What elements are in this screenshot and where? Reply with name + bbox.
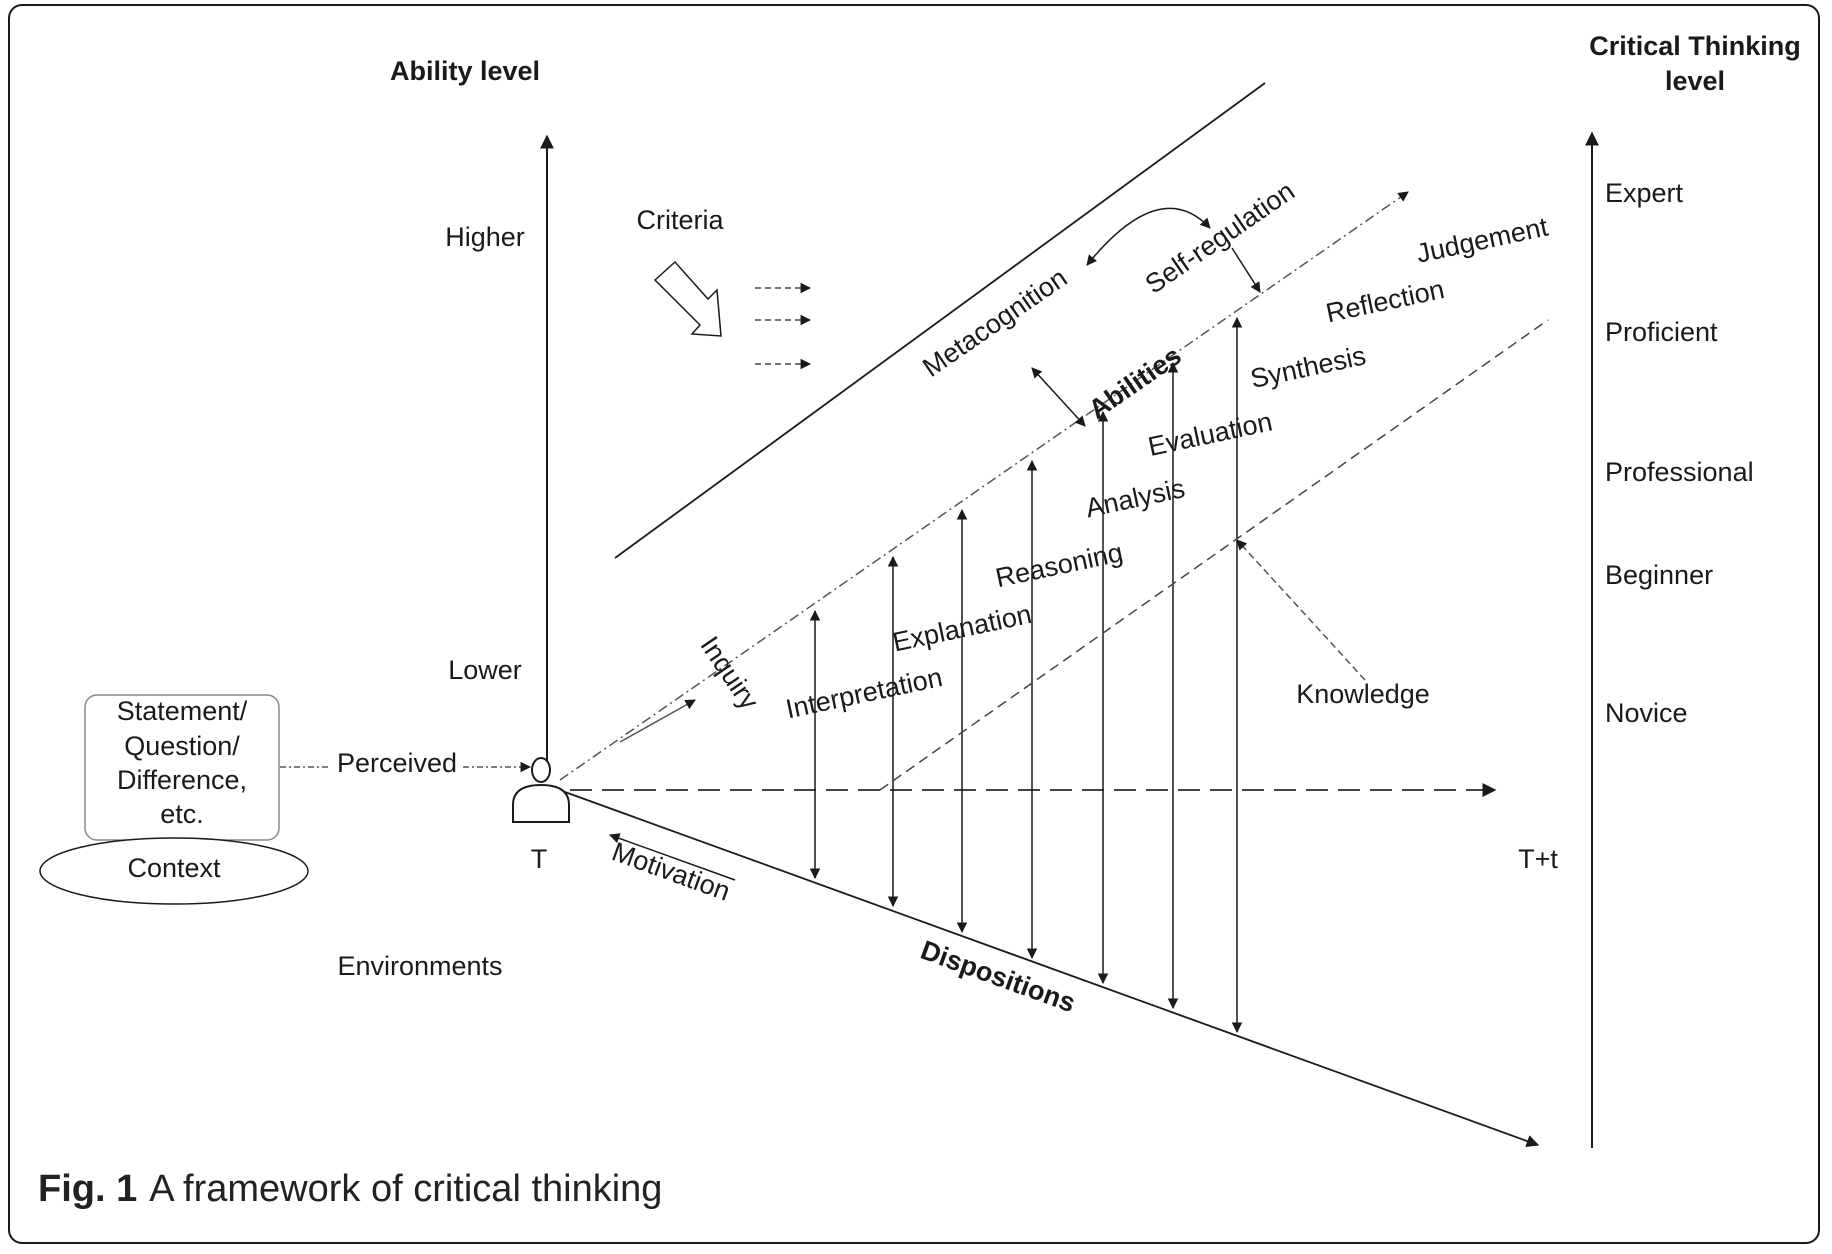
- abilities-line: [559, 191, 1409, 781]
- time-start-label: T: [531, 844, 548, 874]
- level-novice: Novice: [1605, 698, 1688, 728]
- criteria-dashed-arrows: [755, 282, 812, 370]
- ability-reasoning: Reasoning: [993, 537, 1126, 593]
- metacognition-line: [614, 82, 1266, 559]
- context-label: Context: [127, 853, 221, 883]
- ability-arrows: [809, 316, 1243, 1034]
- perceived-label: Perceived: [337, 748, 457, 778]
- motivation-arrow: [609, 833, 736, 881]
- inquiry-arrow: [619, 699, 696, 743]
- caption-number: Fig. 1: [38, 1168, 138, 1210]
- higher-label: Higher: [445, 222, 525, 252]
- ability-synthesis: Synthesis: [1248, 340, 1369, 394]
- self-regulation-curve: [1086, 207, 1211, 266]
- statement-line-4: etc.: [160, 799, 204, 829]
- level-proficient: Proficient: [1605, 317, 1718, 347]
- inquiry-label: Inquiry: [694, 631, 764, 715]
- environments-label: Environments: [337, 951, 502, 981]
- figure-frame: [8, 4, 1820, 1244]
- knowledge-line: [879, 319, 1549, 791]
- knowledge-label: Knowledge: [1296, 679, 1430, 709]
- person-icon: [512, 757, 570, 823]
- self-regulation-label: Self-regulation: [1140, 176, 1300, 300]
- figure-caption: Fig. 1 A framework of critical thinking: [38, 1168, 662, 1211]
- ct-level-title-line2: level: [1665, 66, 1725, 96]
- ability-evaluation: Evaluation: [1145, 406, 1275, 462]
- self-regulation-down-arrow: [1231, 247, 1261, 293]
- criteria-label: Criteria: [636, 205, 724, 235]
- ability-judgement: Judgement: [1414, 212, 1551, 269]
- criteria-arrow-icon: [653, 260, 722, 337]
- dispositions-line: [564, 791, 1540, 1148]
- time-end-label: T+t: [1518, 844, 1558, 874]
- statement-line-1: Statement/: [117, 696, 248, 726]
- level-expert: Expert: [1605, 178, 1684, 208]
- ability-interpretation: Interpretation: [783, 662, 945, 724]
- lower-label: Lower: [448, 655, 522, 685]
- statement-line-2: Question/: [124, 731, 240, 761]
- statement-line-3: Difference,: [117, 765, 247, 795]
- abilities-label: Abilities: [1083, 340, 1186, 424]
- level-professional: Professional: [1605, 457, 1754, 487]
- dispositions-label: Dispositions: [917, 935, 1080, 1018]
- ability-analysis: Analysis: [1083, 473, 1188, 523]
- caption-text: A framework of critical thinking: [149, 1168, 663, 1210]
- context-ellipse: [39, 837, 309, 905]
- ability-level-title: Ability level: [390, 56, 540, 86]
- level-beginner: Beginner: [1605, 560, 1713, 590]
- ability-reflection: Reflection: [1323, 274, 1447, 328]
- ct-level-title: Critical Thinking: [1589, 31, 1801, 61]
- knowledge-pointer: [1236, 539, 1366, 681]
- abilities-metacognition-arrow: [1031, 367, 1086, 427]
